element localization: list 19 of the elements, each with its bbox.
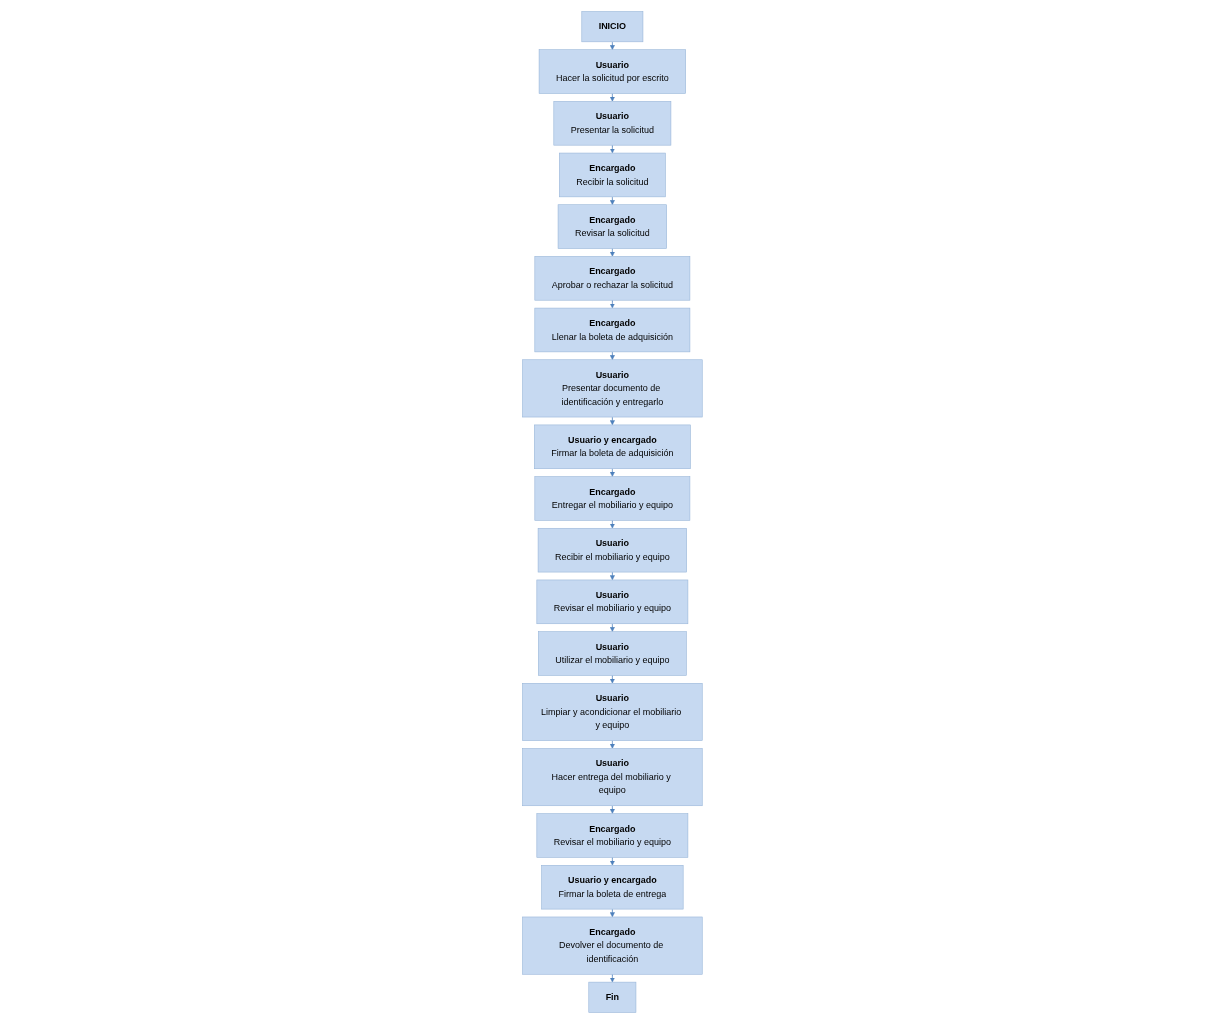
- node-box: Encargado Recibir la solicitud: [559, 152, 666, 198]
- node-box: Encargado Entregar el mobiliario y equipo: [534, 476, 691, 521]
- node-box: Encargado Revisar el mobiliario y equipo: [536, 813, 689, 858]
- node-box: Encargado Devolver el documento de identificación: [522, 916, 703, 975]
- node-box: Encargado Aprobar o rechazar la solicitud: [534, 256, 691, 301]
- node-box: INICIO: [581, 11, 644, 43]
- node-box: Usuario Limpiar y acondicionar el mobiliario y equipo: [522, 683, 703, 741]
- node-box: Usuario Presentar la solicitud: [553, 101, 672, 146]
- node-box: Encargado Revisar la solicitud: [557, 204, 668, 249]
- node-box: Usuario y encargado Firmar la boleta de entrega: [541, 865, 684, 910]
- node-box: Usuario Hacer entrega del mobiliario y equipo: [522, 748, 703, 807]
- node-box: Usuario y encargado Firmar la boleta de adquisición: [534, 424, 691, 469]
- node-box: Fin: [588, 981, 637, 1013]
- node-box: Usuario Revisar el mobiliario y equipo: [536, 579, 689, 625]
- node-box: Usuario Recibir el mobiliario y equipo: [537, 528, 688, 573]
- node-box: Usuario Hacer la solicitud por escrito: [538, 49, 687, 94]
- node-box: Encargado Llenar la boleta de adquisición: [534, 307, 691, 353]
- node-box: Usuario Presentar documento de identificación y entregarlo: [522, 359, 703, 418]
- node-box: Usuario Utilizar el mobiliario y equipo: [538, 631, 687, 676]
